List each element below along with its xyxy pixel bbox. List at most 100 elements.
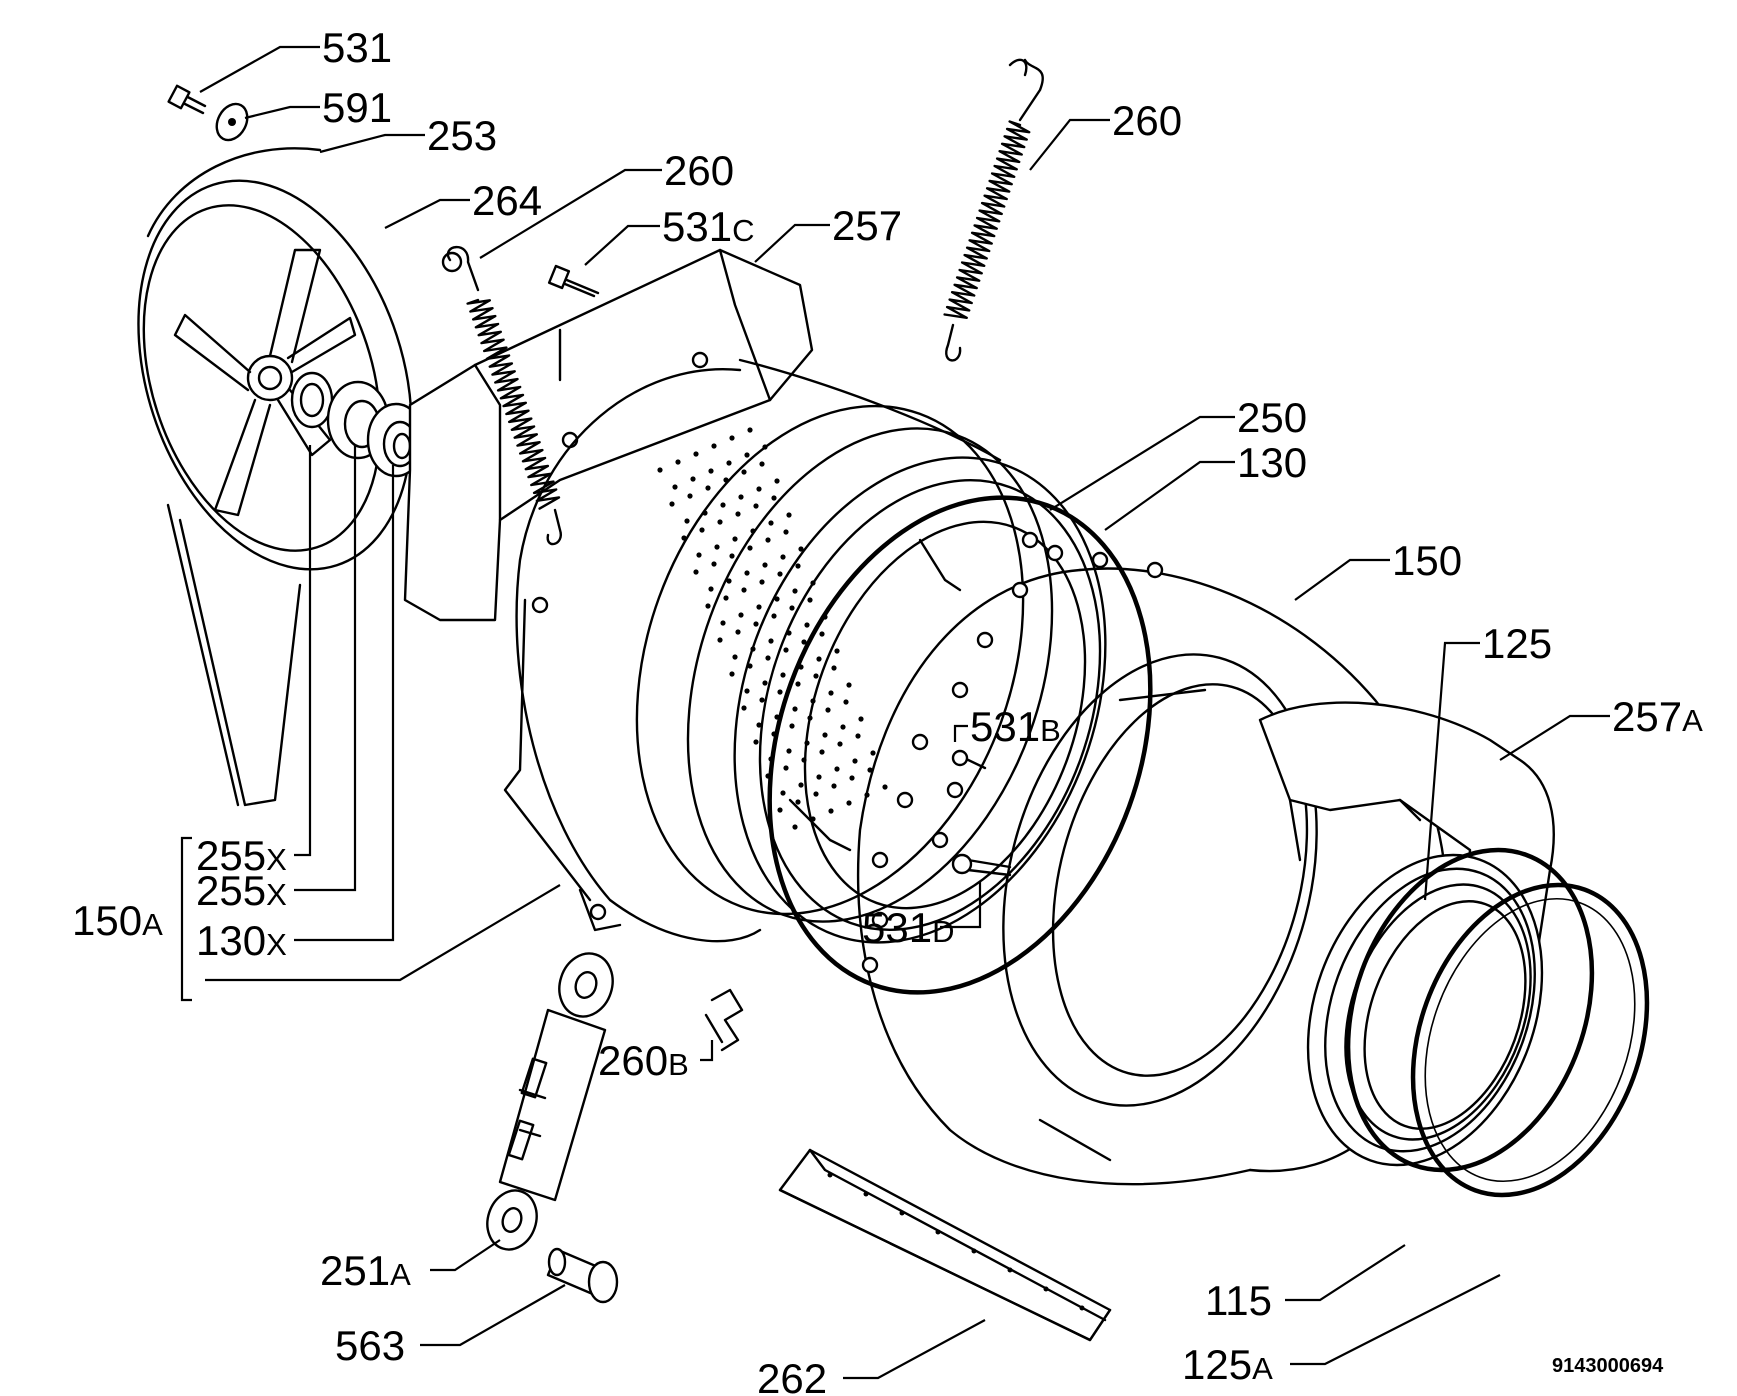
clip-260b [704, 988, 744, 1052]
drum-hole [726, 460, 732, 466]
shock-absorber-251a [486, 952, 614, 1251]
label-125: 125 [1482, 620, 1552, 667]
bracket-hole [1043, 1286, 1049, 1292]
drum-hole [705, 603, 711, 609]
drum-hole [753, 621, 759, 627]
label-253: 253 [427, 112, 497, 159]
drum-hole [789, 605, 795, 611]
drum-hole [720, 502, 726, 508]
drum-hole [756, 604, 762, 610]
spring-coil [943, 120, 1031, 319]
clamp-ring-125a [1410, 882, 1650, 1198]
drum-hole [717, 519, 723, 525]
drum-hole [732, 654, 738, 660]
drum-hole [759, 697, 765, 703]
label-150a: 150A [72, 897, 163, 944]
drum-hole [828, 690, 834, 696]
bracket-hole [899, 1210, 905, 1216]
drum-hole [759, 579, 765, 585]
rear-tub-half [503, 358, 1002, 943]
drum-hole [708, 468, 714, 474]
drum-hole [705, 485, 711, 491]
drum-hole [813, 791, 819, 797]
drum-hole [696, 552, 702, 558]
rear-counterweight-257 [403, 248, 814, 622]
rim-bolt [871, 911, 889, 929]
rim-bolt [896, 791, 914, 809]
drum-hole [723, 595, 729, 601]
drum-hole [783, 529, 789, 535]
drum-hole [741, 587, 747, 593]
drum-hole [756, 486, 762, 492]
bracket-hole [1007, 1267, 1013, 1273]
spring-260-left [441, 245, 562, 546]
rim-bolt [1011, 581, 1029, 599]
perforated-drum [635, 404, 1054, 923]
drum-hole [783, 647, 789, 653]
drum-hole [774, 478, 780, 484]
drum-hole [753, 739, 759, 745]
bracket-hole [863, 1191, 869, 1197]
rim-bolt [976, 631, 994, 649]
rim-bolt [871, 851, 889, 869]
drum-hole [870, 750, 876, 756]
drum-hole [795, 563, 801, 569]
drum-hole [762, 562, 768, 568]
label-563: 563 [335, 1322, 405, 1369]
label-591: 591 [322, 84, 392, 131]
bracket-hole [935, 1229, 941, 1235]
drum-hole [762, 680, 768, 686]
rim-bolt [931, 831, 949, 849]
bolt-531 [167, 84, 207, 115]
drum-hole [699, 527, 705, 533]
drum-hole [717, 637, 723, 643]
drum-hole [762, 444, 768, 450]
drum-hole [780, 554, 786, 560]
label-130x: 130X [196, 917, 287, 964]
label-255x-2: 255X [196, 867, 287, 914]
drum-hole [720, 620, 726, 626]
drum-hole [780, 672, 786, 678]
drum-hole [816, 656, 822, 662]
label-250: 250 [1237, 394, 1307, 441]
rim-bolt [911, 733, 929, 751]
label-115: 115 [1205, 1277, 1272, 1324]
drum-hole [711, 443, 717, 449]
drum-hole [744, 688, 750, 694]
drum-hole [819, 631, 825, 637]
drum-hole [735, 511, 741, 517]
drum-hole [825, 707, 831, 713]
screw-531d [951, 853, 1012, 877]
label-251a: 251A [320, 1247, 411, 1294]
drum-hole [756, 722, 762, 728]
drum-hole [714, 544, 720, 550]
rim-bolt [1021, 531, 1039, 549]
front-tub-250 [733, 456, 1107, 944]
drum-hole [777, 807, 783, 813]
drum-hole [750, 528, 756, 534]
drum-hole [684, 518, 690, 524]
drum-hole [804, 622, 810, 628]
spring-260-right [943, 58, 1044, 362]
label-262: 262 [757, 1355, 827, 1396]
drum-hole [843, 699, 849, 705]
label-260b: 260B [598, 1037, 689, 1084]
drum-hole [777, 571, 783, 577]
drum-hole [849, 775, 855, 781]
bearing-255x-small [290, 371, 334, 429]
drum-hole [744, 570, 750, 576]
drum-hole [831, 665, 837, 671]
labels: 531 591 253 264 260 531C 257 260 250 130… [72, 24, 1703, 1396]
label-264: 264 [472, 177, 542, 224]
drum-hole [837, 741, 843, 747]
drum-hole [786, 748, 792, 754]
drum-hole [834, 766, 840, 772]
drum-hole [708, 586, 714, 592]
drum-hole [780, 790, 786, 796]
drum-hole [672, 484, 678, 490]
drum-hole [855, 733, 861, 739]
drum-hole [795, 799, 801, 805]
label-260-rear: 260 [664, 147, 734, 194]
drum-hole [798, 782, 804, 788]
drum-hole [786, 512, 792, 518]
